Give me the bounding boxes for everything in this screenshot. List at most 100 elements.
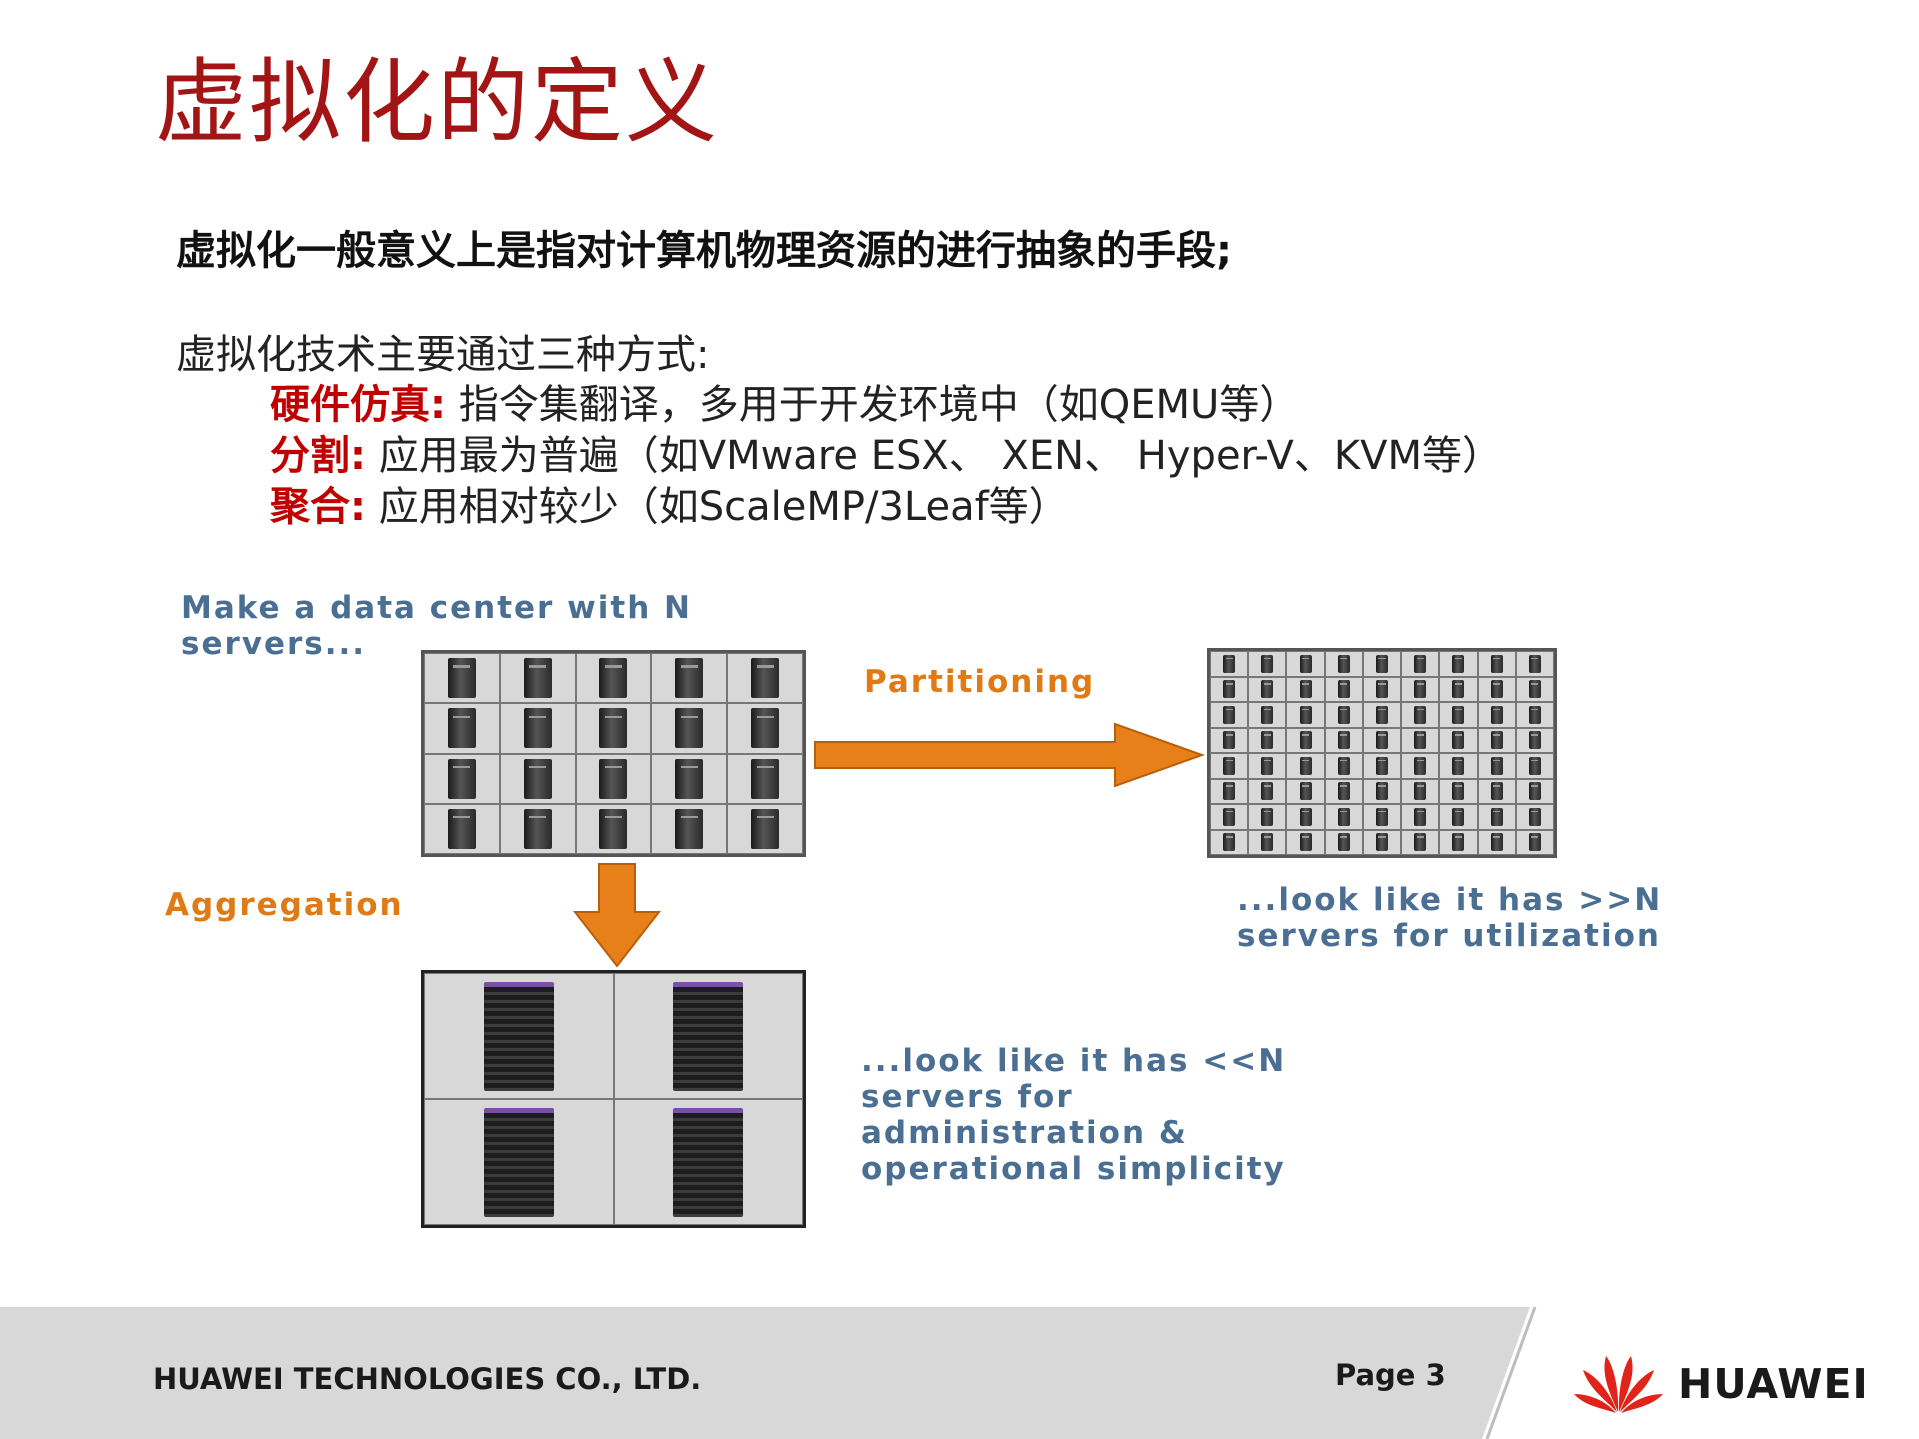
server-icon [1452,782,1465,801]
server-cell [1401,829,1440,855]
server-icon [1490,731,1503,750]
server-icon [1375,705,1388,724]
server-icon [1490,654,1503,673]
server-icon [523,758,552,799]
server-icon [1490,705,1503,724]
server-icon [1452,654,1465,673]
huawei-wordmark: HUAWEI [1678,1360,1869,1408]
server-icon [1261,756,1274,775]
server-cell [1477,702,1516,728]
server-cell [1439,651,1478,677]
server-icon [1299,731,1312,750]
method-name: 分割: [270,433,366,479]
server-icon [1490,807,1503,826]
server-cell [1439,727,1478,753]
server-cell [727,753,803,804]
server-icon [1414,654,1427,673]
server-grid-few [421,970,806,1228]
server-cell [1286,829,1325,855]
server-icon [1261,731,1274,750]
server-cell [1324,727,1363,753]
server-cell [1362,778,1402,804]
server-icon [1528,807,1541,826]
server-icon [1337,680,1350,699]
server-cell [1248,753,1287,779]
server-icon [1375,833,1388,852]
caption-less-line4: operational simplicity [861,1151,1286,1187]
server-icon [1528,654,1541,673]
server-cell [1248,804,1287,830]
server-cell [1515,651,1554,677]
server-cell [1286,651,1325,677]
server-icon [1261,807,1274,826]
caption-start-line1: Make a data center with N [181,590,693,626]
intro-text: 虚拟化技术主要通过三种方式: [176,332,710,378]
server-cell [1248,676,1287,702]
server-cell [1248,829,1287,855]
server-cell [499,653,576,704]
server-cell [1210,753,1249,779]
server-icon [1223,807,1236,826]
server-cell [1362,651,1402,677]
server-cell [1286,727,1325,753]
server-icon [1299,833,1312,852]
server-icon [1223,705,1236,724]
server-icon [1261,680,1274,699]
server-cell [1477,651,1516,677]
server-cell [499,703,576,754]
server-cell [1515,676,1554,702]
server-icon [1337,654,1350,673]
caption-more-line2: servers for utilization [1237,918,1661,954]
server-icon [1414,680,1427,699]
server-cell [1515,778,1554,804]
server-icon [1490,782,1503,801]
caption-more-line1: ...look like it has >>N [1237,882,1663,918]
server-icon [447,708,476,749]
server-cell [1401,804,1440,830]
server-icon [1375,654,1388,673]
server-cell [1362,727,1402,753]
server-icon [1528,782,1541,801]
server-icon [1414,705,1427,724]
server-icon [1528,731,1541,750]
server-icon [1528,680,1541,699]
server-icon [751,708,780,749]
server-icon [1223,654,1236,673]
server-grid-many [1207,648,1557,858]
server-cell [1515,829,1554,855]
server-cell [424,703,500,754]
server-cell [1401,702,1440,728]
server-icon [1375,807,1388,826]
server-icon [599,708,628,749]
server-icon [1337,705,1350,724]
server-icon [1414,833,1427,852]
server-cell [1362,753,1402,779]
server-icon [523,658,552,699]
server-icon [1375,782,1388,801]
method-desc: 应用最为普遍（如VMware ESX、 XEN、 Hyper-V、KVM等） [378,433,1502,479]
server-icon [1375,756,1388,775]
server-cell [1210,651,1249,677]
server-icon [1337,807,1350,826]
server-cell [1401,727,1440,753]
server-cell [651,653,728,704]
server-cell [1286,778,1325,804]
caption-start: Make a data center with N servers... [181,590,692,662]
server-cell [651,753,728,804]
server-icon [1452,756,1465,775]
server-cell [1401,676,1440,702]
server-icon [1261,654,1274,673]
server-cell [1286,804,1325,830]
server-icon [1337,833,1350,852]
caption-less-line2: servers for [861,1079,1074,1115]
server-cell [1477,804,1516,830]
page-number: Page 3 [1335,1358,1446,1392]
server-icon [751,658,780,699]
server-icon [1490,680,1503,699]
server-cell [1210,676,1249,702]
method-partitioning: 分割: 应用最为普遍（如VMware ESX、 XEN、 Hyper-V、KVM… [270,423,1502,481]
server-cell [1362,804,1402,830]
server-icon [1452,705,1465,724]
server-icon [1299,782,1312,801]
server-cell [1210,778,1249,804]
